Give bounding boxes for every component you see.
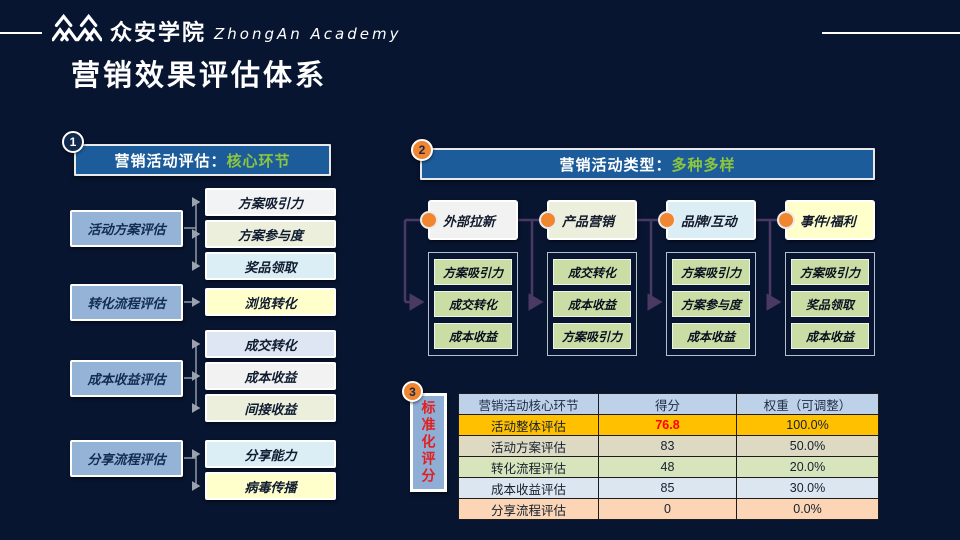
section1-title: 营销活动评估： (114, 152, 227, 170)
orange-dot-icon (658, 211, 676, 229)
mountain-logo-icon (52, 13, 102, 42)
table-row: 活动整体评估 76.8 100.0% (458, 414, 879, 436)
column-header: 权重（可调整） (736, 393, 879, 415)
flow-item: 成本收益 (553, 291, 631, 317)
section1-badge: 1 (62, 131, 84, 153)
section2-title: 营销活动类型： (559, 156, 672, 174)
column-items-acquisition: 方案吸引力 成交转化 成本收益 (428, 252, 518, 356)
orange-dot-icon (420, 211, 438, 229)
group-block-share: 分享流程评估 (70, 440, 183, 477)
column-header-brand: 品牌/互动 (658, 200, 756, 240)
column-header-acquisition: 外部拉新 (420, 200, 518, 240)
flow-item: 方案吸引力 (205, 188, 336, 216)
logo: 众安学院 ZhongAn Academy (52, 12, 401, 46)
row-score: 85 (598, 477, 737, 499)
row-weight: 50.0% (736, 435, 879, 457)
column-header: 得分 (598, 393, 737, 415)
row-name: 转化流程评估 (458, 456, 599, 478)
row-name: 成本收益评估 (458, 477, 599, 499)
logo-text: 众安学院 (110, 20, 207, 45)
row-score: 0 (598, 498, 737, 520)
row-weight: 30.0% (736, 477, 879, 499)
section2-title-bar: 营销活动类型：多种多样 (420, 148, 875, 180)
score-table: 营销活动核心环节 得分 权重（可调整） 活动整体评估 76.8 100.0% 活… (458, 393, 879, 520)
page-title: 营销效果评估体系 (71, 60, 328, 92)
column-items-event: 方案吸引力 奖品领取 成本收益 (785, 252, 875, 356)
column-items-brand: 方案吸引力 方案参与度 成本收益 (666, 252, 756, 356)
flow-item: 分享能力 (205, 440, 336, 468)
logo-subtext: ZhongAn Academy (214, 25, 402, 43)
row-name: 活动方案评估 (458, 435, 599, 457)
column-header-label: 产品营销 (562, 213, 615, 229)
section2-title-highlight: 多种多样 (671, 156, 736, 174)
row-weight: 100.0% (736, 414, 879, 436)
flow-item: 成交转化 (553, 259, 631, 285)
flow-item: 成本收益 (434, 323, 512, 349)
header-rule-right (822, 32, 960, 34)
flow-item: 成本收益 (672, 323, 750, 349)
row-score: 76.8 (598, 414, 737, 436)
group-block-convert: 转化流程评估 (70, 284, 183, 321)
column-header-label: 品牌/互动 (681, 213, 737, 229)
column-items-product: 成交转化 成本收益 方案吸引力 (547, 252, 637, 356)
column-header-label: 外部拉新 (443, 213, 496, 229)
flow-item: 方案参与度 (205, 220, 336, 248)
flow-item: 病毒传播 (205, 472, 336, 500)
flow-item: 方案吸引力 (553, 323, 631, 349)
row-weight: 20.0% (736, 456, 879, 478)
score-table-header-row: 营销活动核心环节 得分 权重（可调整） (458, 393, 879, 415)
flow-item: 方案参与度 (672, 291, 750, 317)
flow-item: 成本收益 (205, 362, 336, 390)
standardized-score-label: 标准化评分 (410, 393, 447, 492)
flow-item: 间接收益 (205, 394, 336, 422)
row-weight: 0.0% (736, 498, 879, 520)
table-row: 活动方案评估 83 50.0% (458, 435, 879, 457)
group-block-plan: 活动方案评估 (70, 210, 183, 247)
flow-item: 浏览转化 (205, 288, 336, 316)
flow-item: 方案吸引力 (791, 259, 869, 285)
header-rule-left (0, 32, 42, 34)
flow-item: 方案吸引力 (434, 259, 512, 285)
section1-title-highlight: 核心环节 (226, 152, 291, 170)
column-header-product: 产品营销 (539, 200, 637, 240)
row-name: 分享流程评估 (458, 498, 599, 520)
column-header-label: 事件/福利 (800, 213, 856, 229)
flow-item: 奖品领取 (791, 291, 869, 317)
orange-dot-icon (777, 211, 795, 229)
section3-badge: 3 (402, 381, 423, 402)
flow-item: 奖品领取 (205, 252, 336, 280)
flow-item: 成交转化 (205, 330, 336, 358)
table-row: 成本收益评估 85 30.0% (458, 477, 879, 499)
section2-badge: 2 (411, 139, 433, 161)
section1-title-bar: 营销活动评估：核心环节 (74, 144, 331, 176)
table-row: 分享流程评估 0 0.0% (458, 498, 879, 520)
orange-dot-icon (539, 211, 557, 229)
flow-item: 方案吸引力 (672, 259, 750, 285)
row-score: 83 (598, 435, 737, 457)
group-block-cost: 成本收益评估 (70, 360, 183, 397)
row-name: 活动整体评估 (458, 414, 599, 436)
table-row: 转化流程评估 48 20.0% (458, 456, 879, 478)
column-header: 营销活动核心环节 (458, 393, 599, 415)
flow-item: 成交转化 (434, 291, 512, 317)
row-score: 48 (598, 456, 737, 478)
column-header-event: 事件/福利 (777, 200, 875, 240)
flow-item: 成本收益 (791, 323, 869, 349)
